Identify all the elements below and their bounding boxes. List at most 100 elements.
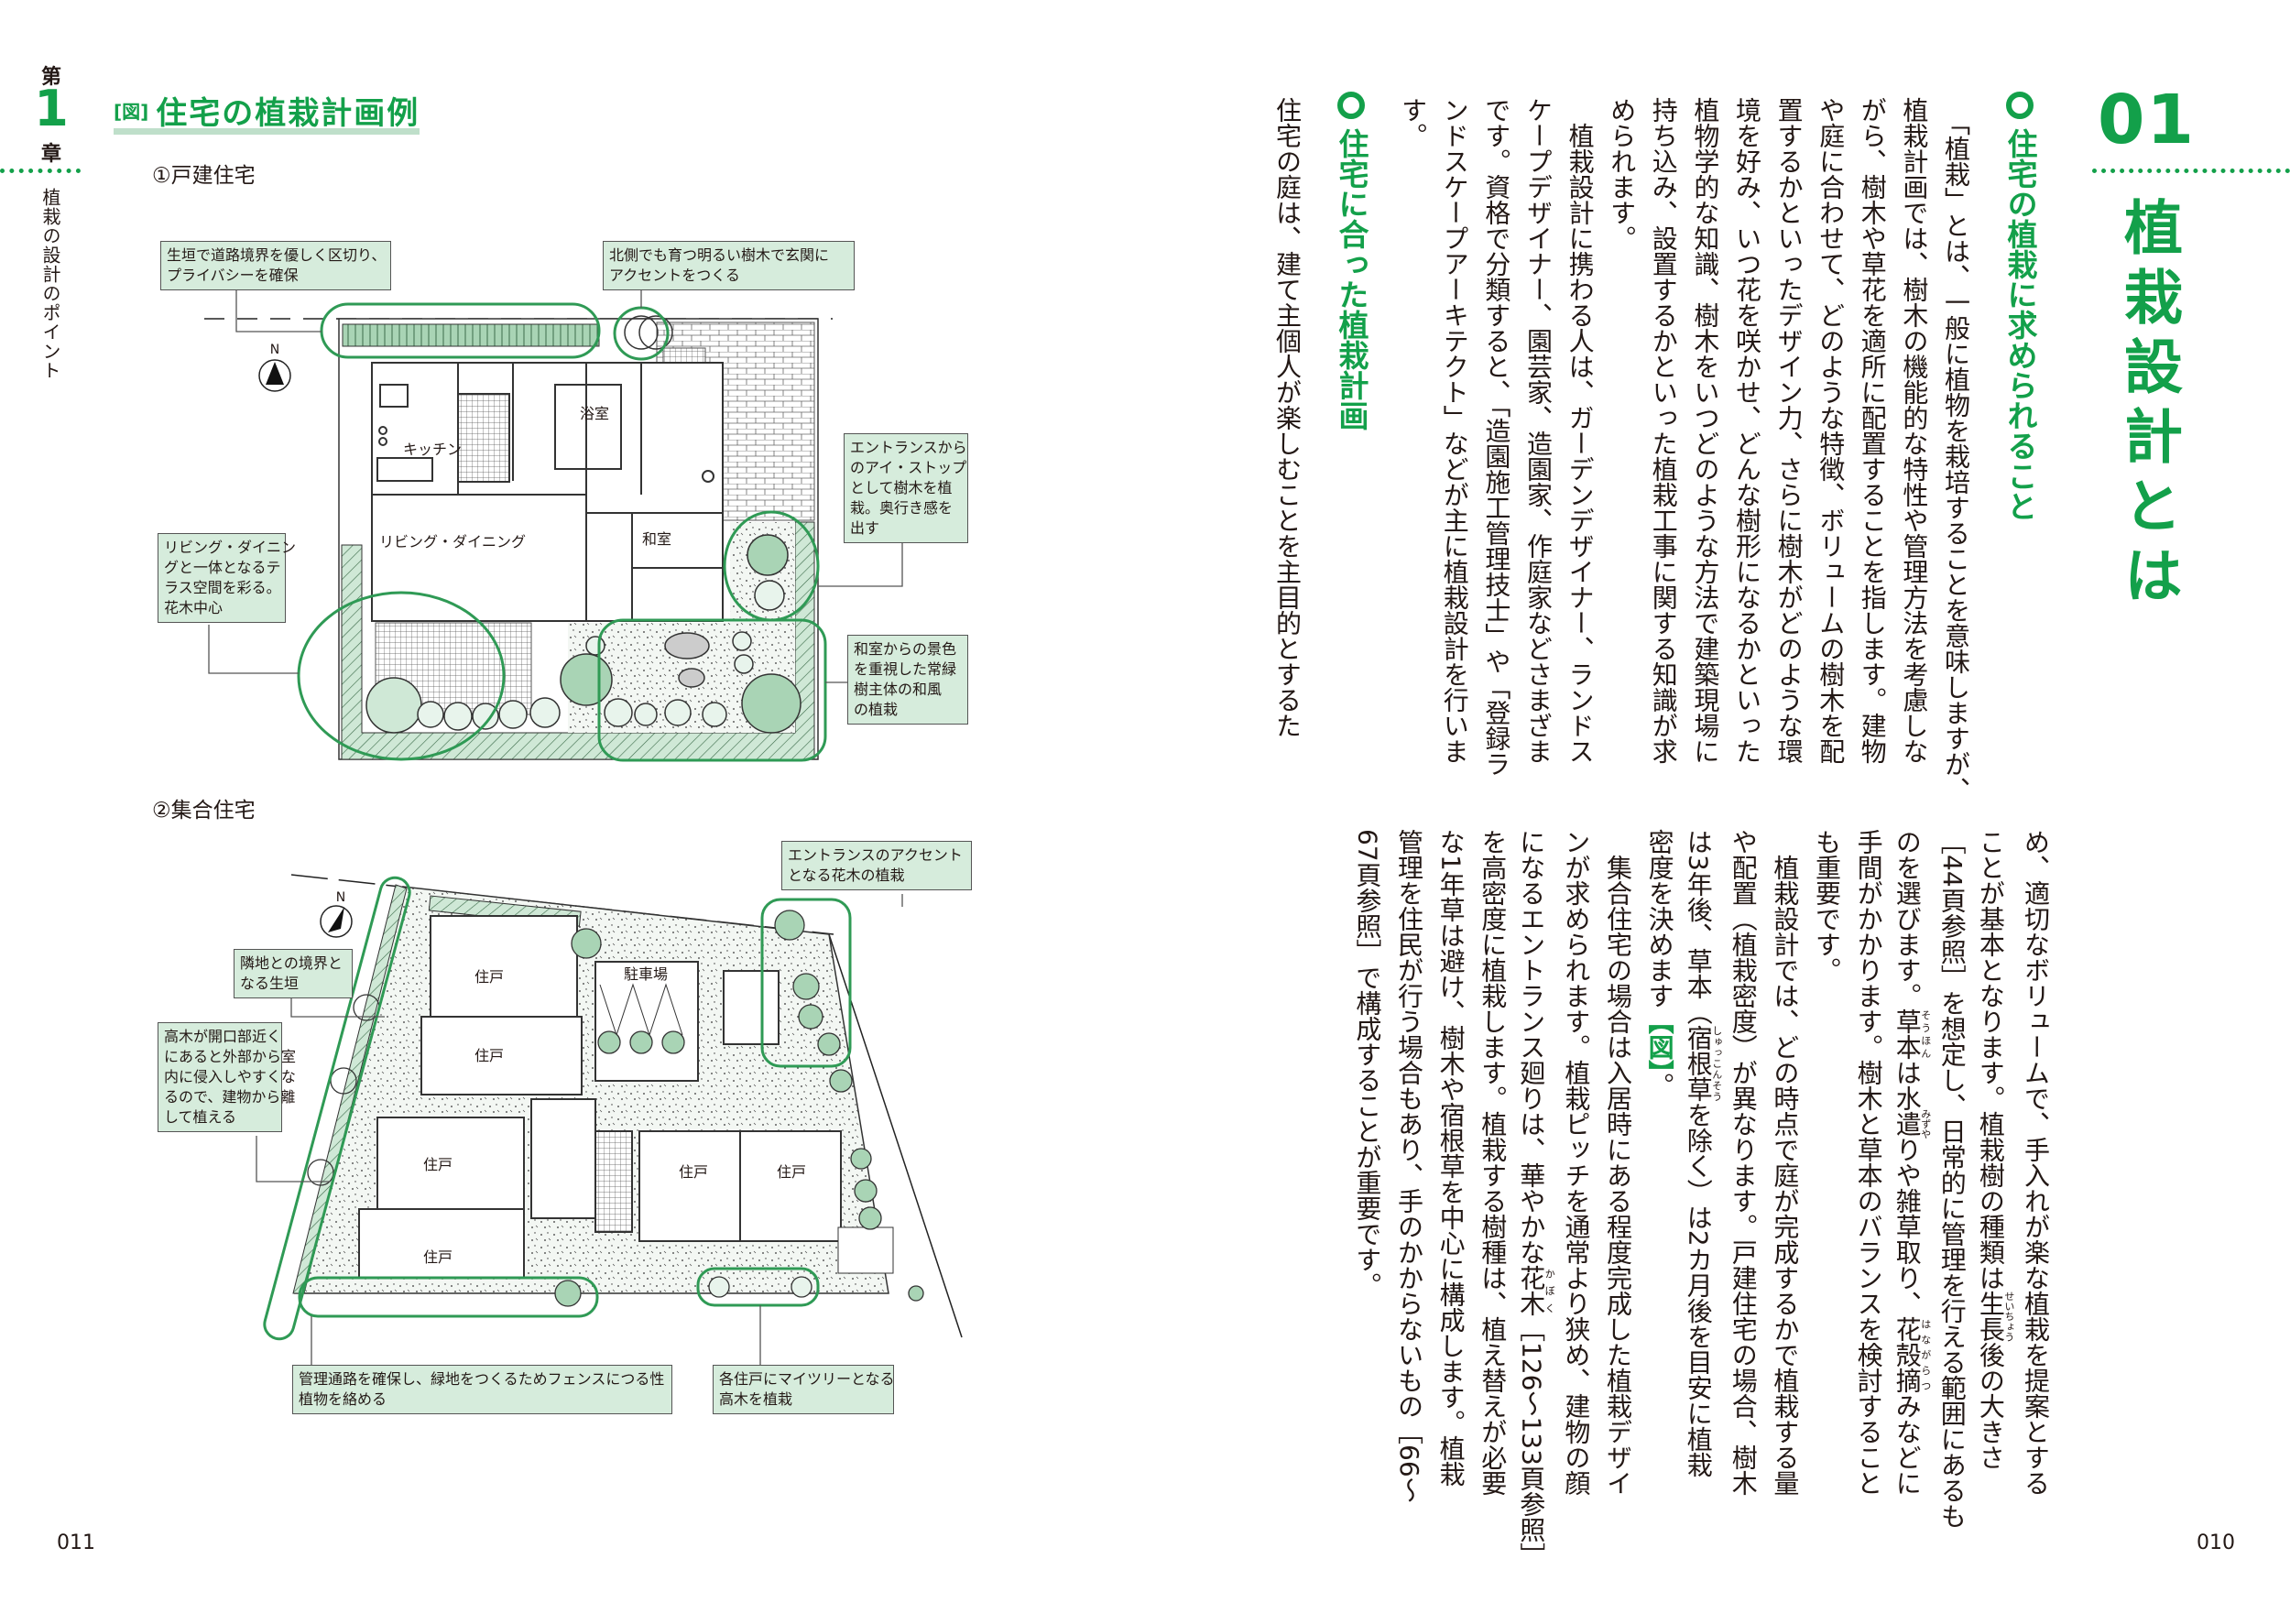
ruby-reading: みずや [1919,1108,1932,1139]
ruby-reading: せいちょう [2002,1291,2015,1342]
apartment-heading: ②集合住宅 [152,799,256,823]
callout-japanese-garden: 和室からの景色を重視した常緑樹主体の和風の植栽 [847,635,968,725]
callout-line: 生垣で道路境界を優しく区切り、 [167,246,387,264]
section-divider [2092,169,2290,173]
unit-label: 住戸 [474,968,505,986]
callout-line: 高木を植栽 [719,1390,793,1408]
callout-my-tree: 各住戸にマイツリーとなる高木を植栽 [713,1365,895,1414]
body-line: ンドスケープアーキテクト」などが主に植栽設計を行いま [1439,97,1470,764]
circle-bullet-icon [2006,92,2034,119]
callout-line: 樹主体の和風 [854,681,943,698]
trees [365,315,802,734]
callout-line: 和室からの景色 [854,640,957,658]
body-line: 植栽設計に携わる人は、ガーデンデザイナー、ランドス [1565,97,1596,764]
body-line: 「植栽」とは、一般に植物を栽培することを意味しますが、 [1941,97,1971,802]
body-line: や庭に合わせて、どのような特徴、ボリュームの樹木を配 [1816,97,1847,764]
room-label-kitchen: キッチン [402,441,463,458]
north-arrow [320,905,353,938]
callout-line: アクセントをつくる [609,267,740,284]
callout-line: なる生垣 [240,975,300,992]
text-run: を除く）は2カ月後を目安に植栽 [1683,1101,1714,1477]
house-walls [371,362,724,622]
callout-tall-trees: 高木が開口部近くにあると外部から室内に侵入しやすくなるので、建物から離して植える [158,1022,297,1132]
text-run: は水 [1892,1060,1923,1111]
apartment-plan [256,874,963,1365]
callout-line: 隣地との境界と [240,954,343,972]
callout-hedge: 生垣で道路境界を優しく区切り、プライバシーを確保 [160,241,391,290]
chapter-prefix: 第 [40,66,61,89]
ruby-word: 宿根草しゅっこんそう [1684,1025,1723,1102]
planting-plan-drawings [204,289,963,1365]
callout-line: るので、建物から離 [164,1088,296,1106]
callout-line: 高木が開口部近く [164,1028,282,1045]
callout-line: 北側でも育つ明るい樹木で玄関に [609,246,830,264]
body-line: な1年草は避け、樹木や宿根草を中心に構成します。植栽 [1435,829,1467,1487]
figure-title-underline [114,128,420,135]
chapter-title: 植栽の設計のポイント [39,188,61,380]
callout-line: エントランスから [850,439,967,456]
heading-requirements: 住宅の植栽に求められること [2000,92,2040,521]
heading-text: 住宅に合った植栽計画 [1334,128,1369,431]
body-line: す。 [1398,97,1429,148]
ruby-base: 花殻摘 [1892,1316,1923,1393]
body-line: 集合住宅の場合は入居時にある程度完成した植栽デザイ [1603,829,1633,1496]
body-line: がら、樹木や草花を適所に配置することを指します。建物 [1857,97,1888,764]
unit-label: 住戸 [678,1163,709,1181]
buildings [358,915,894,1279]
hedge [342,323,600,347]
text-run: のを選びます。 [1892,829,1923,1008]
ruby-base: 花木 [1516,1265,1547,1316]
body-line: を高密度に植栽します。植栽する樹種は、植え替えが必要 [1478,829,1509,1496]
body-line: 境を好み、いつ花を咲かせ、どんな樹形になるかといった [1732,97,1762,764]
page-number-right: 010 [2197,1531,2235,1554]
trees [307,910,924,1307]
callout-line: の植栽 [854,701,899,718]
callout-entrance-accent: エントランスのアクセントとなる花木の植栽 [781,841,972,890]
unit-label: 住戸 [422,1248,453,1266]
callout-line: として樹木を植 [850,479,953,496]
section-title: 植栽設計とは [2114,197,2182,615]
callout-line: グと一体となるテ [164,559,281,576]
heading-text: 住宅の植栽に求められること [2002,128,2038,521]
body-line: ［44頁参照］を想定し、日常的に管理を行える範囲にあるも [1936,829,1968,1529]
body-line: 植栽設計では、どの時点で庭が完成するかで植栽する量 [1770,829,1801,1496]
body-line: のを選びます。草本そうほんは水遣みずやりや雑草取り、花殻摘はながらつみなどに [1889,829,1932,1525]
unit-label: 住戸 [776,1163,807,1181]
north-arrow [258,359,291,392]
body-line: は3年後、草本（宿根草しゅっこんそうを除く）は2カ月後を目安に植栽 [1680,829,1723,1525]
circle-bullet-icon [1337,92,1365,119]
text-run: みなどに [1892,1393,1923,1496]
callout-line: を重視した常緑 [854,660,957,678]
text-run: ことが基本となります。植栽樹の種類は [1975,829,2006,1291]
callout-line: リビング・ダイニン [164,539,297,556]
ruby-base: 生長 [1975,1291,2006,1342]
callout-line: 植物を絡める [299,1390,387,1408]
body-line: め、適切なボリュームで、手入れが楽な植栽を提案とする [2021,829,2051,1496]
callout-line: 管理通路を確保し、緑地をつくるためフェンスにつる性 [299,1370,665,1388]
body-line: ことが基本となります。植栽樹の種類は生長せいちょう後の大きさ [1972,829,2015,1525]
callout-line: して植える [164,1108,237,1126]
callout-line: 栽。奥行き感を [850,499,954,517]
body-line: になるエントランス廻りは、華やかな花木かぼく［126〜133頁参照］ [1513,829,1555,1568]
unit-label: 住戸 [422,1156,453,1173]
text-run: 密度を決めます [1644,829,1675,1008]
leader-lines [256,894,903,1365]
body-line: ンが求められます。植栽ピッチを通常より狭め、建物の顔 [1561,829,1592,1496]
callout-terrace: リビング・ダイニングと一体となるテラス空間を彩る。花木中心 [158,533,297,623]
detached-house-plan [204,289,903,762]
heading-housing-plan: 住宅に合った植栽計画 [1331,92,1371,431]
body-line: 植栽計画では、樹木の機能的な特性や管理方法を考慮しな [1899,97,1930,764]
body-line: も重要です。 [1812,829,1842,983]
text-run: は3年後、草本（ [1683,829,1714,1025]
body-line: められます。 [1607,97,1638,251]
figure-title-text: 住宅の植栽計画例 [156,95,420,132]
callout-line: 各住戸にマイツリーとなる [719,1370,895,1388]
section-number: 01 [2098,81,2196,159]
callout-line: 花木中心 [164,599,224,616]
figure-tag: [図] [114,101,149,123]
callout-maintenance-path: 管理通路を確保し、緑地をつくるためフェンスにつる性植物を絡める [292,1365,672,1414]
body-line: や配置（植栽密度）が異なります。戸建住宅の場合、樹木 [1728,829,1759,1496]
body-line: 持ち込み、設置するかといった植栽工事に関する知識が求 [1648,97,1679,764]
ruby-word: 生長せいちょう [1975,1291,2015,1342]
callout-line: にあると外部から室 [164,1048,297,1065]
